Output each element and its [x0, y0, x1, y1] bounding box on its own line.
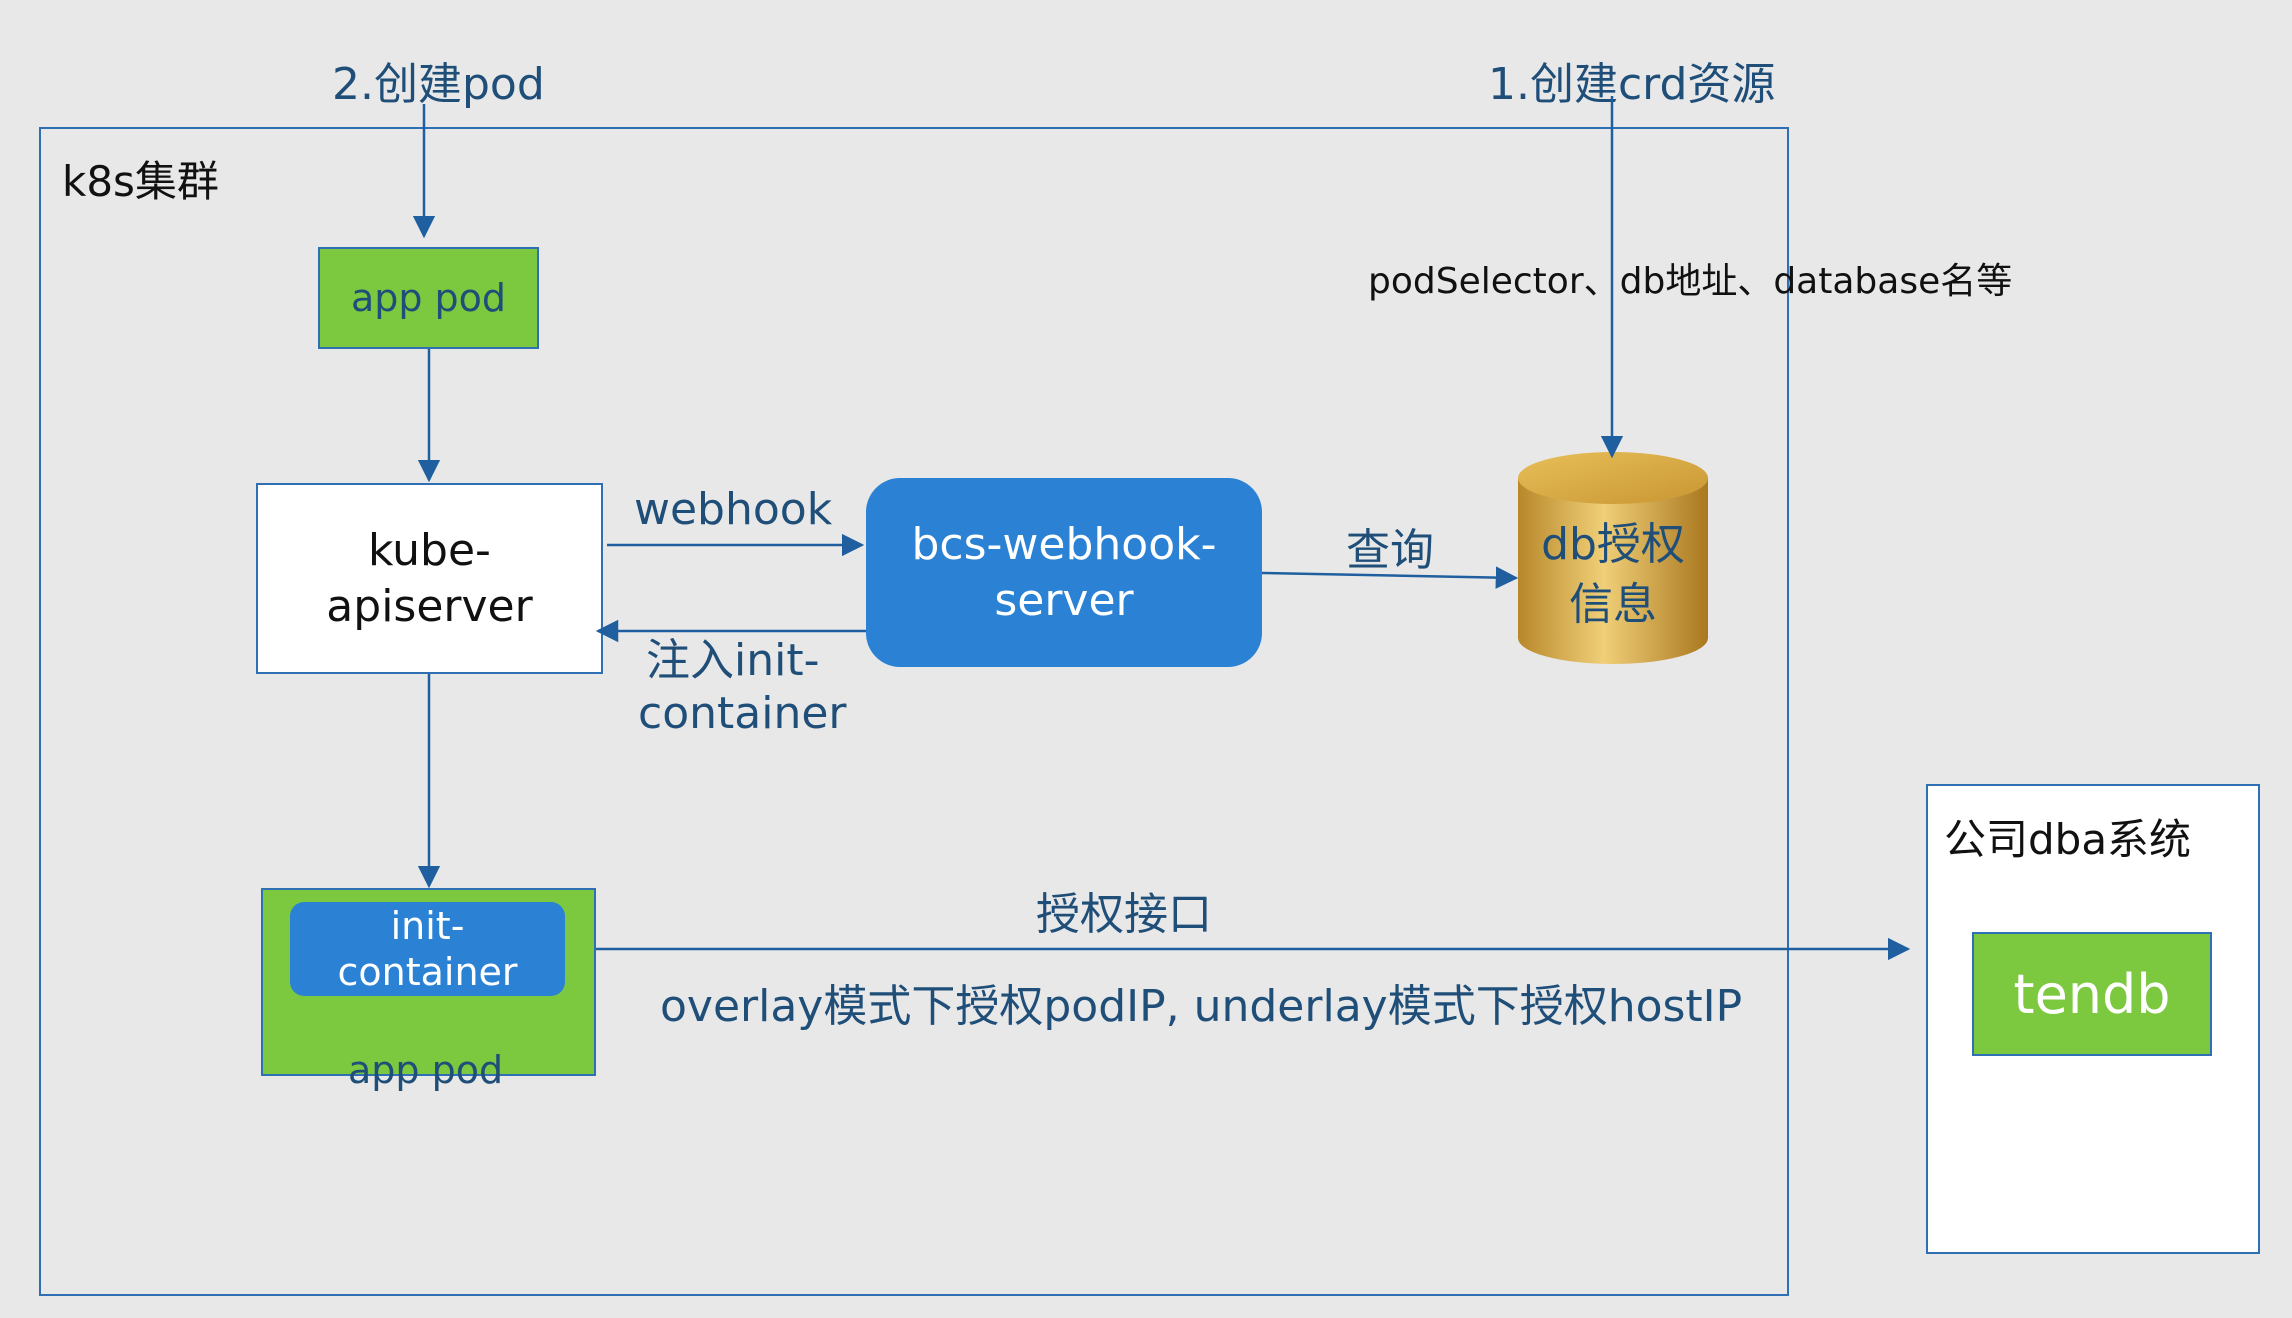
db-label-line1: db授权 — [1541, 519, 1685, 570]
bcs-webhook-server-box: bcs-webhook- server — [866, 478, 1262, 667]
tendb-box: tendb — [1972, 932, 2212, 1056]
db-auth-label-wrap: db授权 信息 — [1518, 505, 1708, 645]
kube-apiserver-box: kube- apiserver — [256, 483, 603, 674]
create-pod-label: 2.创建pod — [332, 59, 545, 110]
auth-mode-label: overlay模式下授权podIP, underlay模式下授权hostIP — [660, 981, 1743, 1032]
app-pod-top: app pod — [318, 247, 539, 349]
k8s-cluster-boundary — [39, 127, 1789, 1296]
db-cylinder — [1518, 452, 1708, 664]
kube-apiserver-line1: kube- — [368, 524, 491, 576]
init-line1: init- — [390, 904, 465, 948]
bcs-line1: bcs-webhook- — [911, 518, 1217, 570]
db-label-line2: 信息 — [1569, 579, 1657, 630]
bcs-line2: server — [994, 574, 1134, 626]
dba-system-label: 公司dba系统 — [1944, 815, 2192, 864]
auth-api-label: 授权接口 — [1036, 889, 1212, 940]
webhook-label: webhook — [634, 484, 833, 535]
app-pod-bottom-label: app pod — [348, 1048, 504, 1092]
init-line2: container — [337, 950, 518, 994]
inject-label-line1: 注入init- — [646, 635, 820, 686]
cluster-label: k8s集群 — [62, 157, 219, 206]
tendb-label: tendb — [2013, 962, 2171, 1026]
crd-fields-label: podSelector、db地址、database名等 — [1368, 261, 2013, 302]
inject-label-line2: container — [638, 688, 847, 739]
create-crd-label: 1.创建crd资源 — [1488, 59, 1776, 110]
arrow-query — [1261, 566, 1519, 589]
query-label: 查询 — [1346, 525, 1434, 576]
kube-apiserver-line2: apiserver — [326, 580, 533, 632]
app-pod-top-label: app pod — [350, 276, 507, 320]
init-container-box: init- container — [290, 902, 565, 996]
